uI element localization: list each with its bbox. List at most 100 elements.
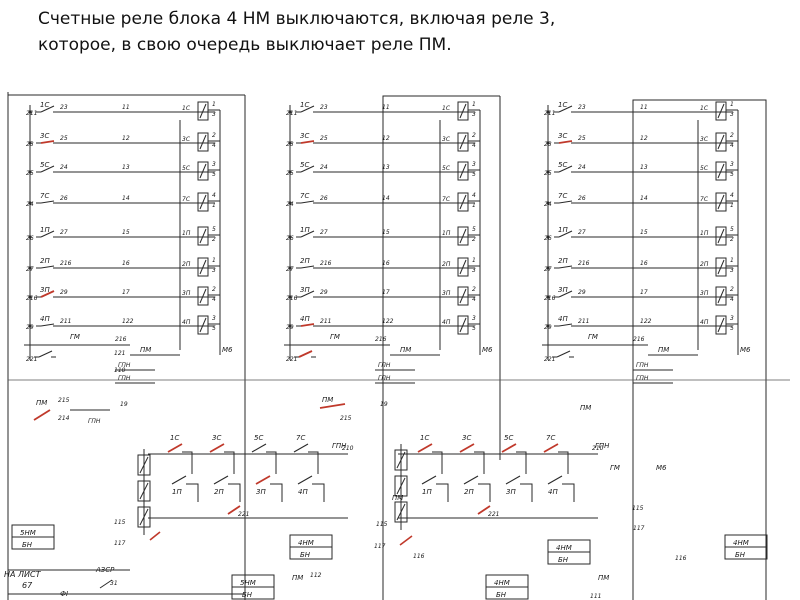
chain-number: 221 bbox=[238, 511, 249, 518]
frame-mid-2 bbox=[382, 95, 500, 600]
contact-label: 2П bbox=[558, 257, 568, 265]
contact-label: 4П bbox=[300, 315, 310, 323]
coil-label: 4П bbox=[442, 319, 451, 326]
gpn-label: ГПН bbox=[332, 442, 347, 450]
contact-label: 2П bbox=[40, 257, 50, 265]
relay-contact bbox=[36, 140, 58, 144]
coil-stroke bbox=[199, 163, 207, 179]
coil-body bbox=[715, 315, 727, 335]
relay-coil bbox=[457, 286, 469, 306]
coil-pin: 3 bbox=[730, 111, 734, 118]
contact-number: 23 bbox=[320, 104, 328, 111]
coil-body bbox=[457, 192, 469, 212]
chain-number: 111 bbox=[590, 593, 601, 600]
coil-stroke bbox=[199, 317, 207, 333]
coil-body bbox=[197, 286, 209, 306]
pm-contact bbox=[552, 350, 574, 358]
coil-bank-label: М6 bbox=[482, 346, 493, 354]
coil-pin: 4 bbox=[212, 192, 216, 199]
coil-stack bbox=[137, 449, 151, 535]
junction-dot bbox=[288, 141, 292, 145]
coil-pin: 2 bbox=[730, 286, 734, 293]
pm-label: ПМ bbox=[292, 574, 303, 582]
chain-number: 216 bbox=[115, 336, 127, 343]
contact-label: 7С bbox=[40, 192, 49, 200]
contact-number: 216 bbox=[320, 260, 332, 267]
row-number: 122 bbox=[122, 318, 134, 325]
junction-dot bbox=[28, 201, 32, 205]
row-number: 14 bbox=[640, 195, 648, 202]
junction-dot bbox=[28, 266, 32, 270]
contact-blade bbox=[300, 265, 315, 269]
row-number: 122 bbox=[640, 318, 652, 325]
coil-body bbox=[457, 315, 469, 335]
coil-pin: 4 bbox=[730, 142, 734, 149]
relay-coil bbox=[715, 132, 727, 152]
coil-pin: 2 bbox=[212, 236, 216, 243]
coil-pin: 2 bbox=[212, 132, 216, 139]
coil-stroke bbox=[459, 163, 467, 179]
ladder-label: 2П bbox=[464, 488, 474, 496]
ladder-label: 5С bbox=[254, 434, 263, 442]
relay-contact bbox=[296, 165, 318, 173]
relay-contact bbox=[296, 265, 318, 269]
contact-label: 5С bbox=[40, 161, 49, 169]
ladder-contact-bottom bbox=[505, 475, 521, 485]
ladder-contact-top bbox=[209, 443, 225, 453]
chain-number: 210 bbox=[342, 445, 354, 452]
coil-pin: 1 bbox=[212, 202, 216, 209]
contact-blade bbox=[558, 290, 573, 298]
coil-label: 1С bbox=[182, 105, 191, 112]
row-number: 13 bbox=[122, 164, 130, 171]
contact-label: 1П bbox=[300, 226, 310, 234]
coil-body bbox=[715, 226, 727, 246]
pm-label: ПМ bbox=[658, 346, 669, 354]
contact-label: 1П bbox=[40, 226, 50, 234]
relay-box-label: БН bbox=[22, 541, 33, 549]
coil-label: 4П bbox=[700, 319, 709, 326]
coil-pin: 3 bbox=[212, 161, 216, 168]
caption-line-2: которое, в свою очередь выключает реле П… bbox=[38, 35, 452, 55]
junction-dot bbox=[28, 170, 32, 174]
ladder-label: 4П bbox=[548, 488, 558, 496]
na-list-label: НА ЛИСТ bbox=[4, 570, 42, 579]
relay-contact bbox=[36, 290, 58, 298]
contact-label: 5С bbox=[300, 161, 309, 169]
coil-label: 3П bbox=[442, 290, 451, 297]
coil-pin: 1 bbox=[472, 202, 476, 209]
relay-contact bbox=[554, 265, 576, 269]
contact-number: 216 bbox=[26, 295, 38, 302]
coil-bank-label: М6 bbox=[740, 346, 751, 354]
pm-label: ПМ bbox=[580, 404, 591, 412]
ladder-rung bbox=[186, 483, 199, 502]
ladder-rung bbox=[224, 451, 235, 474]
coil-pin: 5 bbox=[212, 171, 216, 178]
relay-contact bbox=[296, 105, 318, 113]
junction-dot bbox=[288, 266, 292, 270]
gpn-label: ГПН bbox=[88, 418, 101, 425]
row-number: 13 bbox=[382, 164, 390, 171]
row-number: 17 bbox=[122, 289, 130, 296]
m6-label: М6 bbox=[656, 464, 667, 472]
coil-pin: 1 bbox=[730, 202, 734, 209]
contact-blade bbox=[300, 230, 315, 238]
coil-stroke bbox=[717, 194, 725, 210]
gpn-label: ГПН bbox=[595, 442, 610, 450]
ladder-contact-top bbox=[459, 443, 475, 453]
contact-label: 1П bbox=[558, 226, 568, 234]
chain-number: 115 bbox=[632, 505, 644, 512]
coil-pin: 4 bbox=[730, 192, 734, 199]
relay-box-label: БН bbox=[735, 551, 746, 559]
junction-dot bbox=[546, 170, 550, 174]
ladder-label: 2П bbox=[214, 488, 224, 496]
coil-pin: 3 bbox=[730, 267, 734, 274]
relay-coil bbox=[197, 226, 209, 246]
coil-body bbox=[715, 192, 727, 212]
contact-number: 27 bbox=[60, 229, 68, 236]
chain-number: 117 bbox=[633, 525, 645, 532]
